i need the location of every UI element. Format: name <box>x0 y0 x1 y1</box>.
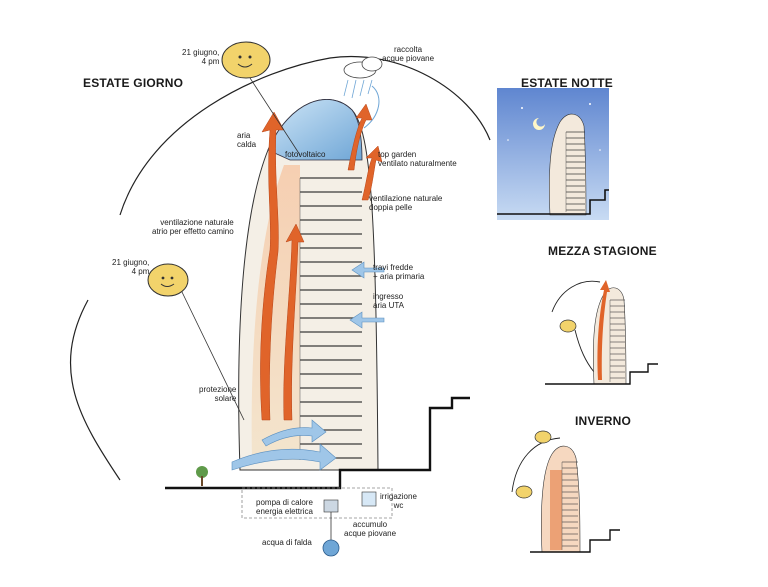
cool-arrow-ahu <box>349 311 385 329</box>
hot-air-arrows <box>260 103 383 421</box>
mid-hot-arrow <box>597 280 610 380</box>
label-groundwater: acqua di falda <box>262 538 312 547</box>
winter-sun-icon-low <box>515 485 533 499</box>
winter-ground <box>530 529 620 553</box>
winter-tower-floors <box>561 461 578 550</box>
groundwater-icon <box>322 539 340 557</box>
sun-ray-left <box>181 291 245 421</box>
winter-sun-icon-top <box>534 430 552 444</box>
cool-arrow-ground <box>231 443 337 471</box>
sun-path-arc <box>119 56 491 216</box>
mid-sun-arc-2 <box>574 329 595 373</box>
winter-sun-arc <box>511 437 561 493</box>
mid-sun-icon <box>559 319 577 333</box>
sun-label-top: 21 giugno,4 pm <box>182 48 220 66</box>
hot-arrow-3 <box>347 103 373 171</box>
sun-path-arc-lower <box>69 299 121 481</box>
night-tower-floors <box>565 131 585 212</box>
cool-arrow-lower <box>261 419 327 447</box>
hot-arrow-1 <box>260 111 285 421</box>
mid-ground <box>545 363 658 385</box>
pump-icon <box>323 499 339 540</box>
label-cold-beams: travi fredde+ aria primaria <box>373 263 425 281</box>
label-photovoltaic: fotovoltaico <box>285 150 326 159</box>
title-summer-day: ESTATE GIORNO <box>83 76 184 90</box>
sun-label-left: 21 giugno,4 pm <box>112 258 150 276</box>
ground-line <box>165 396 470 490</box>
sun-icon-left <box>147 263 189 297</box>
mid-sun-arc <box>551 280 601 313</box>
rain-icon <box>343 79 380 129</box>
night-tower <box>549 113 587 216</box>
cool-arrow-beams <box>351 261 385 279</box>
night-moon-icon <box>533 118 545 130</box>
winter-warm-core <box>550 470 562 550</box>
hot-arrow-4 <box>361 145 383 201</box>
cool-air-arrows <box>231 261 385 471</box>
tank-icon <box>361 491 377 507</box>
basement-outline <box>241 487 393 519</box>
tree-icon <box>196 466 208 486</box>
sun-ray-top <box>249 77 301 156</box>
hot-arrow-2 <box>283 223 305 421</box>
tower-glass-crown <box>267 99 363 161</box>
title-mid-season: MEZZA STAGIONE <box>548 244 657 258</box>
sun-icon-top <box>221 41 271 79</box>
cloud-icon <box>343 56 383 79</box>
title-summer-night: ESTATE NOTTE <box>521 76 613 90</box>
night-ground <box>497 189 609 215</box>
mid-tower-floors <box>609 299 625 382</box>
title-winter: INVERNO <box>575 414 632 428</box>
